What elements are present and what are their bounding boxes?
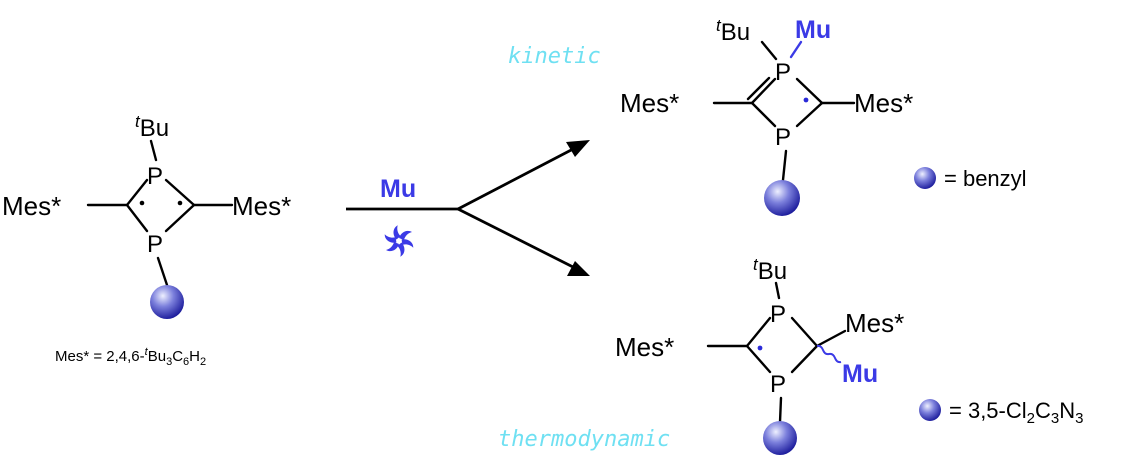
- legend-benzyl: = benzyl: [914, 166, 1027, 191]
- thermo-tbu-label: tBu: [753, 255, 787, 285]
- thermodynamic-label: thermodynamic: [498, 427, 670, 452]
- thermo-p-top: P: [770, 301, 786, 328]
- reactant-p-substituent-bond: [156, 256, 169, 287]
- thermo-ring-bond: [745, 316, 772, 348]
- reactant-tbu-bond: [149, 139, 158, 162]
- kinetic-tbu-bond: [760, 40, 778, 61]
- reactant-ring-bond: [125, 203, 149, 233]
- reactant-ring-bond: [164, 203, 196, 233]
- kinetic-label: kinetic: [508, 44, 601, 69]
- thermo-sphere-substituent: [763, 421, 797, 455]
- reactant-mes-left: Mes*: [2, 191, 61, 221]
- reactant-mes-right: Mes*: [232, 191, 291, 221]
- thermo-mu-label: Mu: [842, 360, 878, 388]
- reactant-radical-dot: [177, 200, 183, 206]
- kinetic-mes-left: Mes*: [620, 88, 679, 118]
- thermodynamic-arrowhead: [567, 261, 590, 276]
- kinetic-ring-double-bond: [746, 76, 771, 101]
- thermo-tbu-bond: [774, 281, 781, 300]
- muon-pinwheel-icon: [383, 225, 415, 257]
- reactant-ring-bond: [164, 178, 196, 207]
- thermo-mu-wavy-bond: [816, 344, 842, 364]
- thermo-ring-bond: [745, 344, 772, 374]
- kinetic-sphere-substituent: [764, 180, 800, 216]
- kinetic-p-top: P: [775, 59, 791, 86]
- kinetic-ring-bond: [750, 101, 777, 128]
- kinetic-p-bottom: P: [775, 124, 791, 151]
- thermo-mes-bond: [815, 329, 847, 348]
- thermo-mes-right: Mes*: [845, 308, 904, 338]
- reactant-sphere-substituent: [150, 285, 184, 319]
- kinetic-ring-bond: [795, 101, 824, 128]
- mes-definition: Mes* = 2,4,6-tBu3C6H2: [55, 346, 206, 368]
- kinetic-ring-bond: [795, 77, 824, 105]
- legend-pyrimidyl: = 3,5-Cl2C3N3: [919, 398, 1083, 427]
- reactant-p-bottom: P: [147, 231, 163, 258]
- thermo-radical-dot: [757, 345, 763, 351]
- thermodynamic-product-molecule: tBu P P Mes* Mes* Mu: [615, 255, 904, 455]
- thermo-p-bottom: P: [770, 371, 786, 398]
- kinetic-p-substituent-bond: [781, 149, 788, 182]
- thermo-ring-bond: [790, 316, 819, 348]
- legend-pyrimidyl-text: = 3,5-Cl2C3N3: [949, 398, 1083, 427]
- thermo-p-substituent-bond: [778, 396, 783, 424]
- kinetic-mu-bond: [789, 40, 803, 59]
- reactant-molecule: tBu P P Mes* Mes* Mes* = 2,4,6-tBu3C6H2: [2, 112, 291, 368]
- kinetic-arrow: [457, 146, 576, 211]
- kinetic-ring-bond: [750, 77, 777, 105]
- legend-benzyl-sphere-icon: [914, 167, 936, 189]
- kinetic-product-molecule: tBu Mu P P Mes* Mes*: [620, 16, 913, 216]
- reactant-tbu-label: tBu: [135, 112, 169, 142]
- thermo-mes-left: Mes*: [615, 332, 674, 362]
- reactant-radical-dot: [139, 200, 145, 206]
- kinetic-tbu-label: tBu: [716, 16, 750, 46]
- kinetic-radical-dot: [803, 97, 809, 103]
- kinetic-mu-label: Mu: [795, 16, 831, 44]
- reaction-arrows: Mu kinetic thermodynamic: [346, 44, 670, 452]
- legend-benzyl-text: = benzyl: [944, 166, 1027, 191]
- reagent-mu-label: Mu: [380, 175, 416, 203]
- kinetic-mes-right: Mes*: [854, 88, 913, 118]
- legend-pyrimidyl-sphere-icon: [919, 399, 941, 421]
- kinetic-arrowhead: [566, 140, 590, 157]
- reactant-p-top: P: [147, 163, 163, 190]
- reactant-ring-bond: [125, 178, 149, 207]
- thermo-ring-bond: [790, 344, 819, 374]
- thermodynamic-arrow: [457, 207, 576, 270]
